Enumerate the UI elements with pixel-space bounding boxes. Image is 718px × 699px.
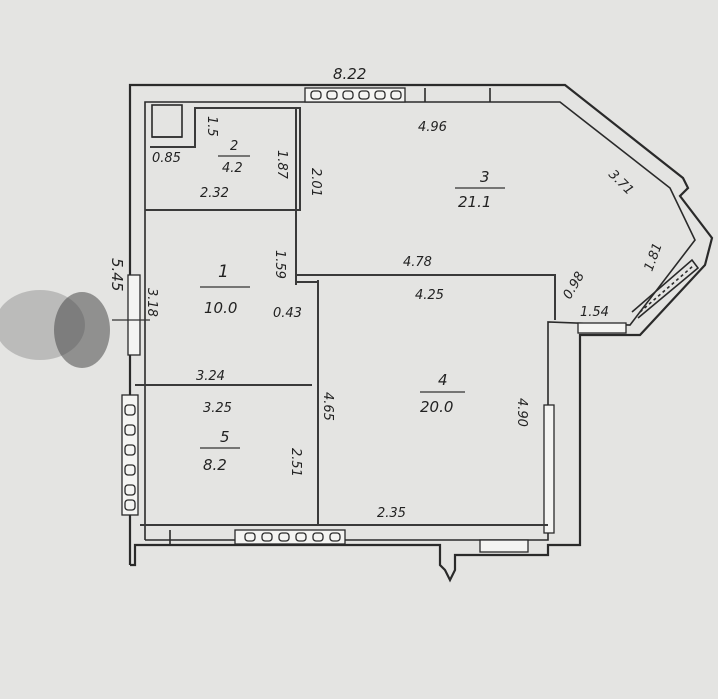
room-5-area: 8.2 xyxy=(203,456,227,474)
dim-r1-small: 0.43 xyxy=(273,306,302,321)
room-4-number: 4 xyxy=(438,371,448,389)
dim-r2-top: 1.5 xyxy=(204,116,219,137)
smudge-dark xyxy=(54,292,110,368)
dim-r2-width: 2.32 xyxy=(200,186,229,201)
dim-overall-width: 8.22 xyxy=(333,65,366,83)
dim-r4-right: 4.90 xyxy=(514,398,529,427)
ventilation-shaft xyxy=(151,104,183,138)
dim-r2-left: 0.85 xyxy=(152,151,181,166)
room-5-label: 5 8.2 xyxy=(200,428,240,474)
left-window xyxy=(121,274,141,516)
dim-r1-bottom: 3.24 xyxy=(196,369,225,384)
dim-balcony-width: 1.54 xyxy=(580,305,609,320)
room-3-number: 3 xyxy=(480,168,490,186)
dim-r5-right: 2.51 xyxy=(288,448,303,477)
dim-r1-height: 3.18 xyxy=(144,288,159,317)
room-5-number: 5 xyxy=(220,428,230,446)
room-2-label: 2 4.2 xyxy=(218,139,250,176)
dim-r3-top: 4.96 xyxy=(418,120,447,135)
room-1-area: 10.0 xyxy=(204,299,237,317)
room-1-label: 1 10.0 xyxy=(200,262,250,317)
room-1-number: 1 xyxy=(218,262,229,282)
dim-r5-top: 3.25 xyxy=(203,401,232,416)
balcony-door xyxy=(479,258,700,553)
room-3-label: 3 21.1 xyxy=(455,168,505,211)
dim-r2-height: 1.87 xyxy=(274,150,289,180)
dim-overall-height: 5.45 xyxy=(108,258,126,291)
room-4-area: 20.0 xyxy=(420,398,453,416)
room-2-number: 2 xyxy=(230,139,238,154)
room-2-area: 4.2 xyxy=(222,161,243,176)
dim-r1-right: 1.59 xyxy=(272,250,287,279)
room-3-area: 21.1 xyxy=(458,193,491,211)
dim-r4-top: 4.25 xyxy=(415,288,444,303)
dim-r3-bottom: 4.78 xyxy=(403,255,432,270)
dim-r4-bottom: 2.35 xyxy=(377,506,406,521)
bottom-window xyxy=(169,529,346,545)
dim-r4-left: 4.65 xyxy=(320,392,335,421)
inner-walls xyxy=(135,107,556,526)
top-window xyxy=(304,87,491,103)
room-4-label: 4 20.0 xyxy=(420,371,465,416)
dim-r3-left: 2.01 xyxy=(308,168,323,197)
